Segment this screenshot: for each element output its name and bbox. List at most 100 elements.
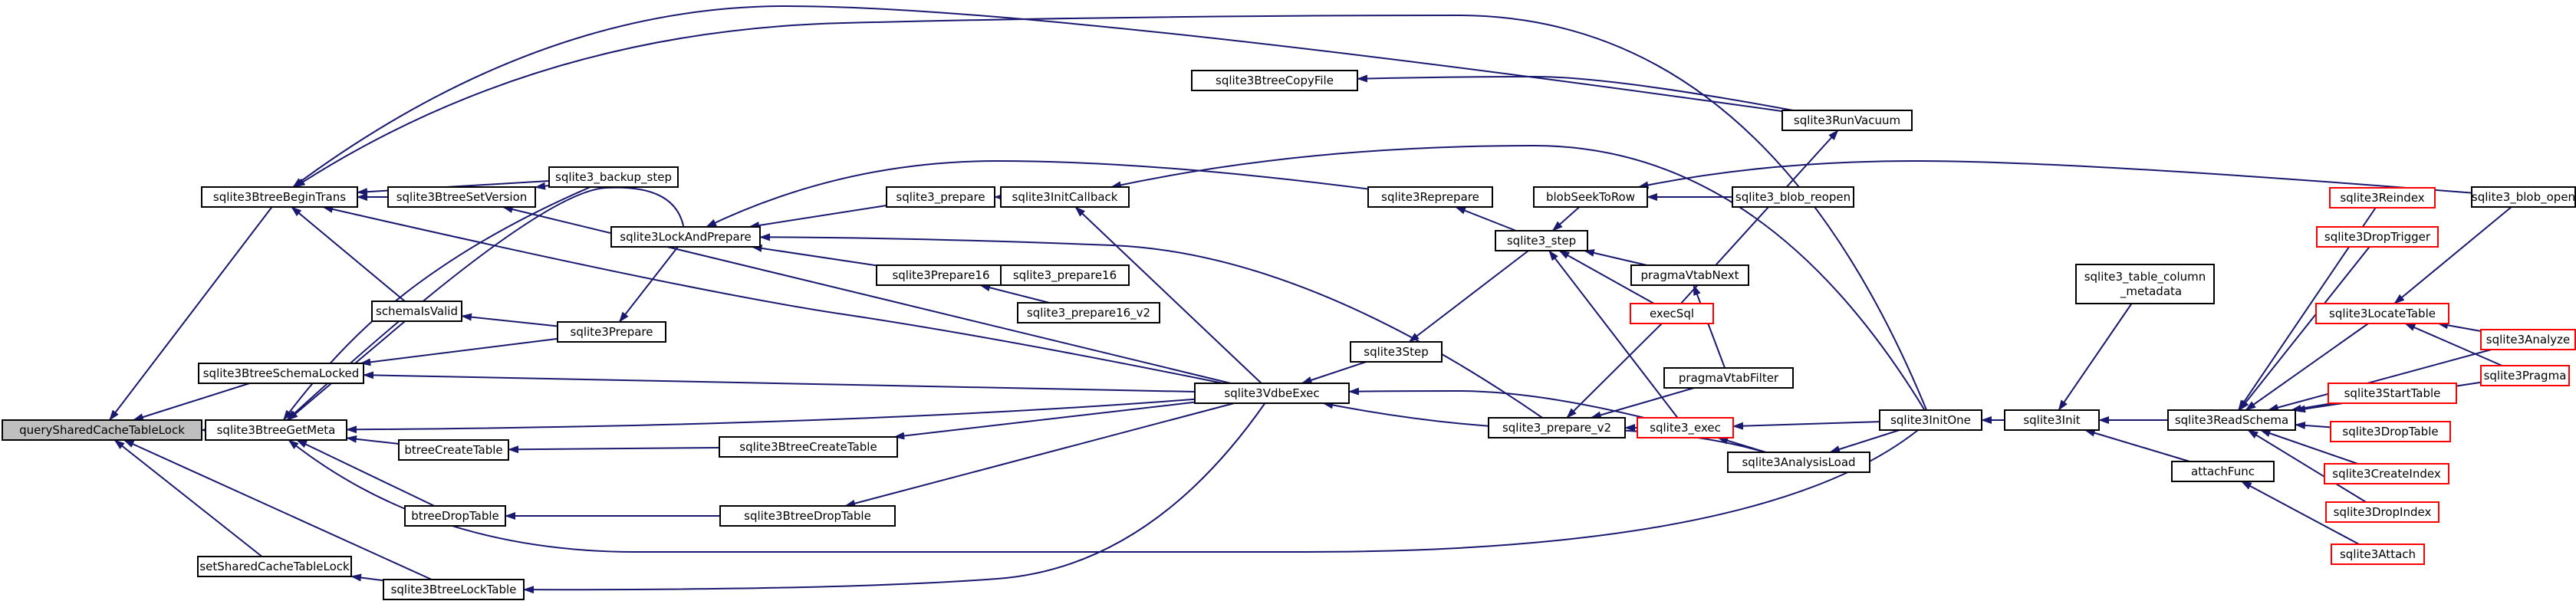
node-sqlite3prepare16[interactable]: sqlite3Prepare16 — [876, 264, 1006, 286]
node-box — [387, 186, 536, 208]
edge-n41-to-n38 — [2245, 323, 2369, 411]
node-attachfunc[interactable]: attachFunc — [2171, 461, 2275, 482]
edge-n26-to-n20 — [1357, 74, 1794, 111]
node-sqlite3-prepare16[interactable]: sqlite3_prepare16 — [1000, 264, 1130, 286]
node-sqlite3btreebegintrans[interactable]: sqlite3BtreeBeginTrans — [201, 186, 358, 208]
node-box — [2330, 421, 2451, 442]
edge-n9-to-n4 — [350, 573, 384, 582]
node-sqlite3locatetable[interactable]: sqlite3LocateTable — [2315, 303, 2449, 324]
node-box — [2480, 365, 2570, 386]
edge-n31-to-n21 — [1348, 387, 1645, 419]
edge-n34-to-n3 — [288, 429, 1919, 553]
node-box — [2004, 409, 2100, 431]
node-sqlite3reprepare[interactable]: sqlite3Reprepare — [1367, 186, 1493, 208]
node-sqlite3-table-column-metadata[interactable]: sqlite3_table_column_metadata — [2075, 264, 2215, 304]
node-layer: querySharedCacheTableLock sqlite3BtreeBeg… — [2, 70, 2576, 600]
node-sqlite3analyze[interactable]: sqlite3Analyze — [2480, 329, 2576, 350]
node-sqlite3btreecopyfile[interactable]: sqlite3BtreeCopyFile — [1191, 70, 1358, 91]
node-sqlite3-backup-step[interactable]: sqlite3_backup_step — [548, 166, 679, 188]
node-label: sqlite3BtreeSchemaLocked — [203, 366, 360, 380]
edge-n21-to-n9 — [523, 402, 1266, 594]
node-box — [2480, 329, 2576, 350]
node-blobseektorow[interactable]: blobSeekToRow — [1533, 186, 1648, 208]
node-label: sqlite3_blob_reopen — [1735, 190, 1851, 205]
node-sqlite3dropindex[interactable]: sqlite3DropIndex — [2325, 501, 2439, 523]
node-label: sqlite3VdbeExec — [1224, 386, 1319, 400]
node-sqlite3analysisload[interactable]: sqlite3AnalysisLoad — [1727, 452, 1870, 473]
node-execsql[interactable]: execSql — [1630, 303, 1714, 324]
node-sqlite3-blob-reopen[interactable]: sqlite3_blob_reopen — [1732, 186, 1854, 208]
edge-n45-to-n38 — [2247, 429, 2367, 503]
node-sqlite3runvacuum[interactable]: sqlite3RunVacuum — [1781, 110, 1913, 131]
edge-n42-to-n38 — [2290, 402, 2333, 412]
node-sqlite3btreeschemalocked[interactable]: sqlite3BtreeSchemaLocked — [198, 363, 364, 384]
node-sqlite3btreecreatetable[interactable]: sqlite3BtreeCreateTable — [719, 436, 898, 458]
edge-n31-to-n24 — [1548, 250, 1679, 419]
node-label: sqlite3_blob_open — [2472, 190, 2575, 205]
node-sqlite3-step[interactable]: sqlite3_step — [1495, 230, 1588, 251]
edge-n34-to-n31 — [1732, 421, 1880, 430]
edge-n17-to-n14 — [979, 284, 1050, 304]
node-sqlite3prepare[interactable]: sqlite3Prepare — [557, 321, 666, 343]
node-box — [1017, 302, 1160, 323]
node-label: sqlite3ReadSchema — [2175, 413, 2288, 427]
node-sqlite3initcallback[interactable]: sqlite3InitCallback — [1000, 186, 1130, 208]
node-btreecreatetable[interactable]: btreeCreateTable — [398, 439, 509, 461]
node-box — [383, 579, 525, 600]
edge-n12-to-n3 — [286, 186, 685, 421]
node-sqlite3btreesetversion[interactable]: sqlite3BtreeSetVersion — [387, 186, 536, 208]
node-pragmavtabnext[interactable]: pragmaVtabNext — [1630, 264, 1749, 286]
node-sqlite3btreelocktable[interactable]: sqlite3BtreeLockTable — [383, 579, 525, 600]
node-sqlite3starttable[interactable]: sqlite3StartTable — [2328, 383, 2457, 404]
node-box — [1879, 409, 1982, 431]
node-box — [1000, 264, 1130, 286]
node-sqlite3step[interactable]: sqlite3Step — [1350, 341, 1443, 363]
edge-n1-to-n0 — [109, 206, 273, 421]
node-sqlite3initone[interactable]: sqlite3InitOne — [1879, 409, 1982, 431]
node-box — [2328, 383, 2457, 404]
node-sqlite3createindex[interactable]: sqlite3CreateIndex — [2324, 463, 2449, 484]
node-sqlite3reindex[interactable]: sqlite3Reindex — [2329, 187, 2436, 209]
edge-n26-to-n1 — [292, 5, 1783, 188]
node-label: schemaIsValid — [376, 304, 458, 318]
node-sqlite3droptable[interactable]: sqlite3DropTable — [2330, 421, 2451, 442]
node-sqlite3-prepare[interactable]: sqlite3_prepare — [886, 186, 995, 208]
node-sqlite3lockandprepare[interactable]: sqlite3LockAndPrepare — [610, 226, 761, 248]
edge-n36-to-n35 — [2058, 303, 2133, 411]
edge-n29-to-n25 — [1566, 323, 1663, 419]
edge-n4-to-n0 — [114, 439, 263, 557]
node-box — [1367, 186, 1493, 208]
node-sqlite3pragma[interactable]: sqlite3Pragma — [2480, 365, 2570, 386]
node-sqlite3attach[interactable]: sqlite3Attach — [2331, 544, 2425, 565]
node-schemaisvalid[interactable]: schemaIsValid — [371, 300, 462, 322]
edge-n34-to-n15 — [1110, 144, 1926, 411]
node-sqlite3vdbeexec[interactable]: sqlite3VdbeExec — [1194, 383, 1350, 404]
node-label: sqlite3BtreeCreateTable — [739, 440, 877, 454]
node-sqlite3-prepare16-v2[interactable]: sqlite3_prepare16_v2 — [1017, 302, 1160, 323]
node-box — [205, 419, 347, 441]
node-pragmavtabfilter[interactable]: pragmaVtabFilter — [1663, 367, 1794, 389]
edge-n11-to-n2 — [360, 337, 558, 366]
node-querysharedcachetablelock[interactable]: querySharedCacheTableLock — [2, 419, 202, 441]
node-sqlite3-prepare-v2[interactable]: sqlite3_prepare_v2 — [1488, 417, 1626, 438]
node-label: sqlite3BtreeSetVersion — [396, 190, 528, 204]
node-sqlite3btreegetmeta[interactable]: sqlite3BtreeGetMeta — [205, 419, 347, 441]
edge-n21-to-n19 — [844, 402, 1235, 507]
node-btreedroptable[interactable]: btreeDropTable — [404, 505, 506, 527]
node-sqlite3droptrigger[interactable]: sqlite3DropTrigger — [2316, 226, 2439, 248]
node-sqlite3readschema[interactable]: sqlite3ReadSchema — [2167, 409, 2296, 431]
edge-n46-to-n37 — [2240, 481, 2360, 545]
node-label: sqlite3_prepare — [896, 190, 985, 205]
node-sqlite3btreedroptable[interactable]: sqlite3BtreeDropTable — [719, 505, 896, 527]
edge-n32-to-n31 — [1717, 436, 1767, 453]
node-label: btreeDropTable — [411, 509, 499, 523]
node-sqlite3init[interactable]: sqlite3Init — [2004, 409, 2100, 431]
edge-n27-to-n24 — [1551, 206, 1581, 232]
node-setsharedcachetablelock[interactable]: setSharedCacheTableLock — [197, 556, 352, 577]
node-box — [557, 321, 666, 343]
node-label: sqlite3BtreeDropTable — [744, 509, 871, 523]
node-sqlite3-exec[interactable]: sqlite3_exec — [1637, 417, 1734, 438]
node-box — [1191, 70, 1358, 91]
node-sqlite3-blob-open[interactable]: sqlite3_blob_open — [2471, 186, 2576, 208]
edge-n12-to-n11 — [618, 246, 679, 323]
